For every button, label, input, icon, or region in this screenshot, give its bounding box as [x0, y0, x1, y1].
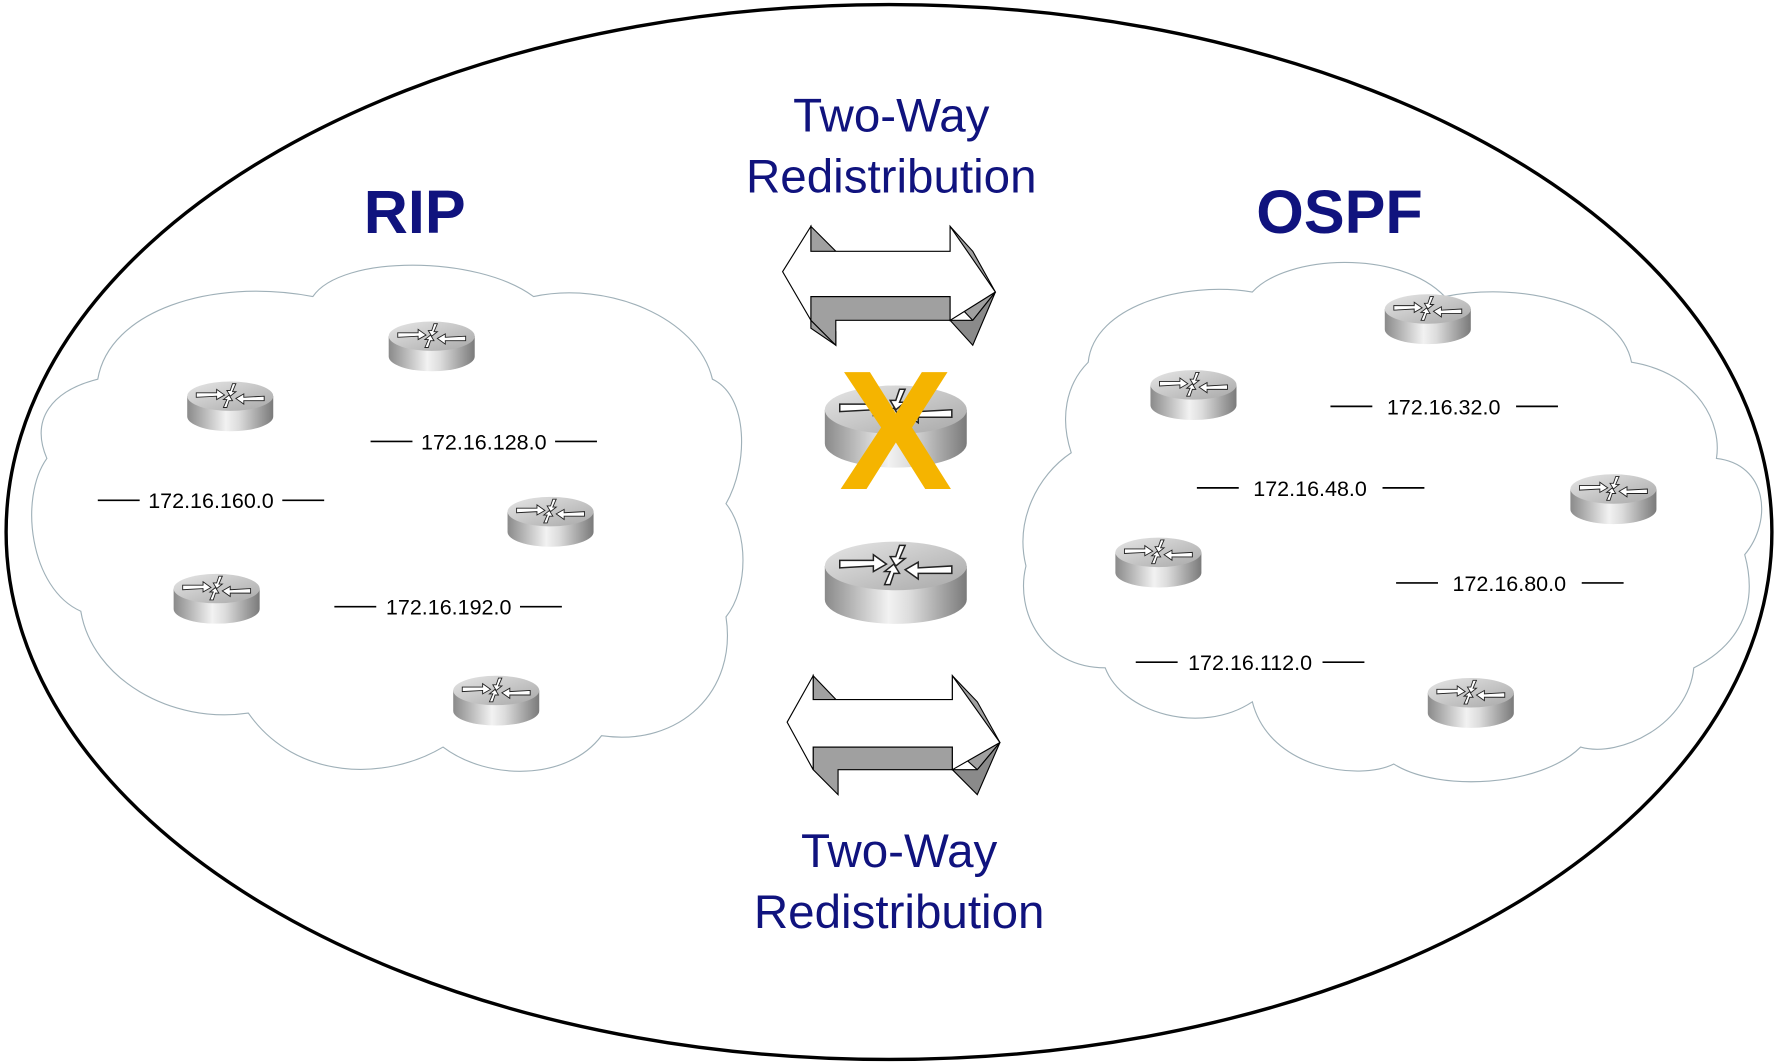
network-label: 172.16.80.0: [1452, 572, 1566, 596]
active-boundary-router: [825, 542, 967, 624]
ospf-network-112: 172.16.112.0: [1135, 651, 1365, 675]
ospf-network-80: 172.16.80.0: [1396, 572, 1624, 596]
failed-boundary-router: X: [825, 335, 967, 525]
ospf-network-32: 172.16.32.0: [1330, 395, 1558, 419]
router-icon: [1427, 677, 1515, 729]
router-icon: [1569, 473, 1657, 525]
bottom-redistribution-line1: Two-Way: [801, 825, 998, 878]
failure-x-marker: X: [839, 335, 952, 525]
router-icon: [507, 496, 595, 548]
network-label: 172.16.112.0: [1188, 651, 1312, 675]
router-icon: [1150, 369, 1237, 421]
router-icon: [1384, 293, 1472, 345]
network-label: 172.16.128.0: [421, 430, 547, 454]
bottom-two-way-arrow-icon: [786, 673, 1001, 796]
rip-title: RIP: [364, 178, 466, 246]
router-icon: [825, 542, 967, 624]
rip-network-192: 172.16.192.0: [334, 596, 562, 620]
router-icon: [186, 381, 274, 432]
bottom-redistribution-line2: Redistribution: [754, 886, 1045, 939]
network-label: 172.16.48.0: [1253, 477, 1367, 501]
ospf-network-48: 172.16.48.0: [1196, 477, 1425, 501]
router-icon: [452, 675, 540, 727]
network-label: 172.16.32.0: [1387, 395, 1501, 419]
network-label: 172.16.160.0: [148, 489, 274, 513]
network-label: 172.16.192.0: [386, 596, 512, 620]
router-icon: [388, 321, 476, 372]
top-redistribution-line1: Two-Way: [793, 89, 990, 142]
router-icon: [1114, 537, 1202, 588]
rip-network-160: 172.16.160.0: [97, 489, 325, 513]
rip-network-128: 172.16.128.0: [370, 430, 597, 454]
router-icon: [173, 573, 261, 625]
ospf-title: OSPF: [1256, 178, 1422, 246]
top-two-way-arrow-icon: [781, 224, 997, 347]
top-redistribution-line2: Redistribution: [746, 150, 1037, 203]
